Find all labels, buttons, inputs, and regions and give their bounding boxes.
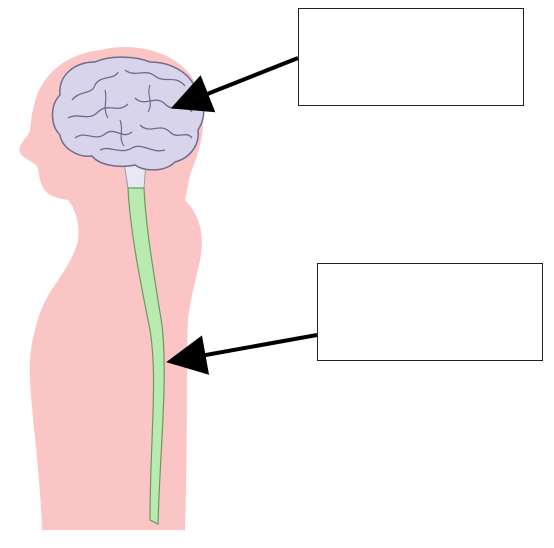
spinal-cord-label-box[interactable] (317, 263, 543, 361)
brain (53, 57, 204, 170)
arrow-to-spinal-cord (178, 335, 317, 360)
brain-label-box[interactable] (298, 8, 524, 106)
arrow-to-brain (182, 58, 298, 104)
